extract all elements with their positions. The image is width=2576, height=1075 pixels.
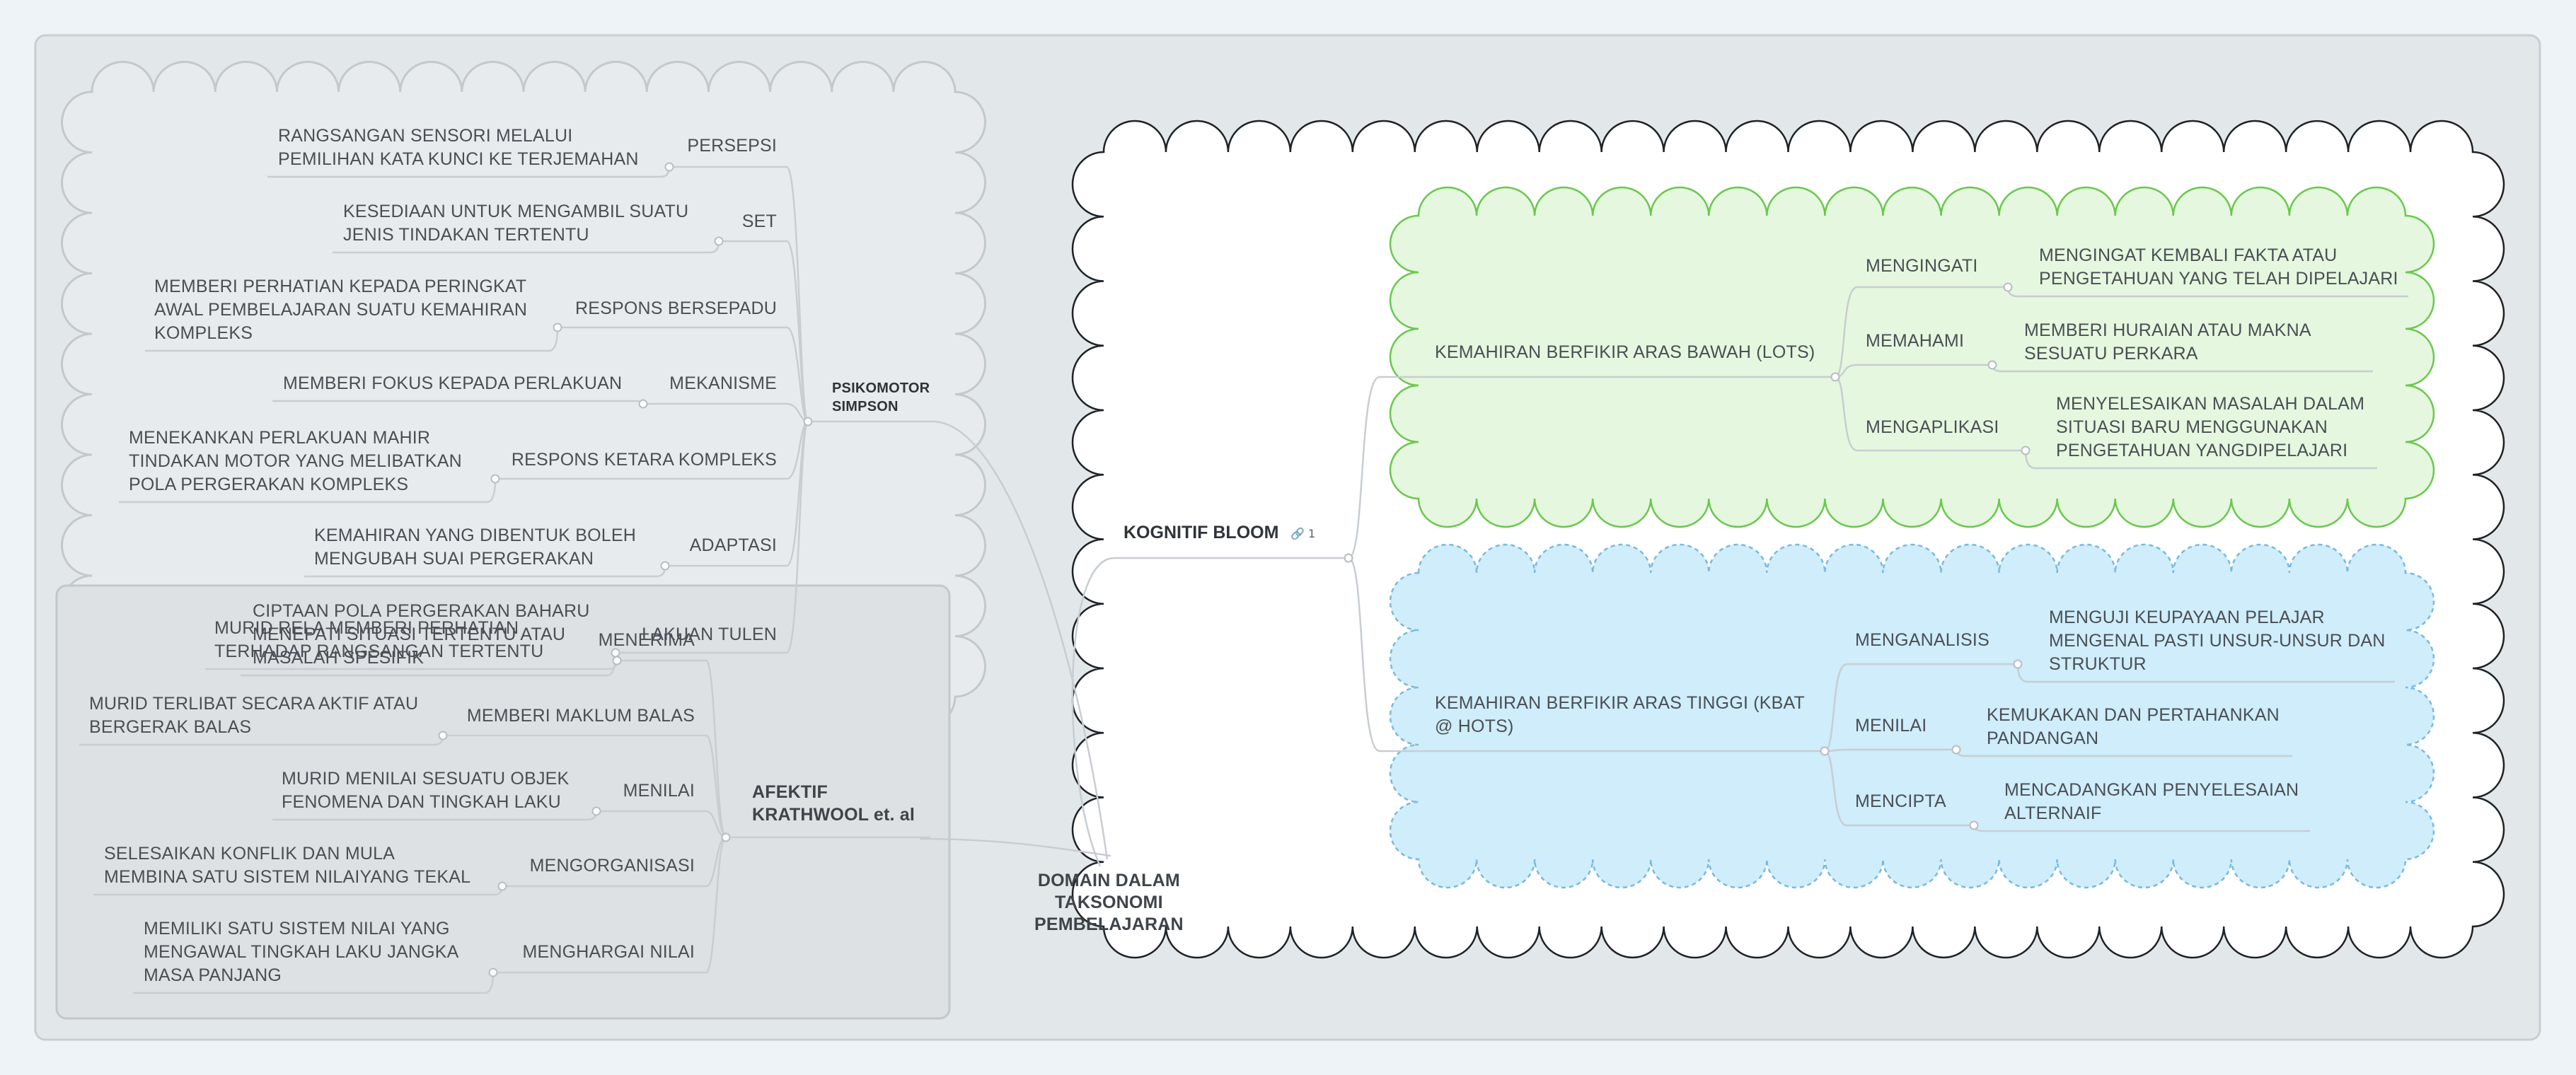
lots-cloud — [1389, 186, 2435, 528]
afektif-hub — [721, 832, 731, 842]
afektif-box — [55, 584, 951, 1020]
connector — [919, 837, 1111, 857]
psikomotor-item[interactable]: SET — [741, 211, 777, 231]
psikomotor-item[interactable]: MEKANISME — [669, 373, 777, 393]
lots-hub — [1830, 372, 1840, 382]
connector-dot — [612, 656, 622, 666]
psikomotor-item-desc[interactable]: MEMBERI PERHATIAN KEPADA PERINGKAT AWAL … — [154, 277, 528, 343]
connector-dot — [2013, 659, 2023, 669]
connector — [1824, 750, 1974, 827]
connector — [785, 240, 809, 423]
afektif-item-desc[interactable]: MEMILIKI SATU SISTEM NILAI YANG MENGAWAL… — [144, 919, 459, 985]
afektif-item[interactable]: MEMBERI MAKLUM BALAS — [466, 706, 695, 726]
connector — [785, 420, 809, 654]
hots-item[interactable]: MENILAI — [1855, 716, 1927, 736]
psikomotor-item-desc[interactable]: KEMAHIRAN YANG DIBENTUK BOLEH MENGUBAH S… — [314, 525, 636, 569]
connector-dot — [638, 399, 648, 409]
afektif-item[interactable]: MENERIMA — [598, 630, 695, 650]
psikomotor-item[interactable]: RESPONS KETARA KOMPLEKS — [511, 450, 777, 470]
psikomotor-cloud — [61, 61, 986, 728]
connector — [1824, 663, 2018, 752]
connector-dot — [714, 236, 724, 246]
hots-item-desc[interactable]: MENCADANGKAN PENYELESAIAN ALTERNAIF — [2004, 780, 2299, 823]
hots-item-desc[interactable]: MENGUJI KEUPAYAAN PELAJAR MENGENAL PASTI… — [2049, 608, 2386, 674]
link-badge[interactable]: 🔗 1 — [1290, 527, 1316, 540]
connector-dot — [490, 474, 500, 484]
root-node[interactable]: DOMAIN DALAM TAKSONOMI PEMBELAJARAN — [1034, 871, 1184, 934]
psikomotor-hub — [803, 417, 813, 426]
psikomotor-title[interactable]: PSIKOMOTOR SIMPSON — [832, 380, 930, 414]
lots-item-desc[interactable]: MEMBERI HURAIAN ATAU MAKNA SESUATU PERKA… — [2024, 320, 2311, 364]
connector-dot — [664, 162, 674, 172]
psikomotor-item-desc[interactable]: KESEDIAAN UNTUK MENGAMBIL SUATU JENIS TI… — [343, 202, 689, 245]
connector-dot — [1951, 745, 1961, 755]
connector-dot — [438, 731, 448, 740]
afektif-title[interactable]: AFEKTIF KRATHWOOL et. al — [752, 782, 916, 825]
afektif-item[interactable]: MENGORGANISASI — [529, 856, 695, 876]
connector-dot — [591, 806, 601, 816]
lots-item[interactable]: MENGINGATI — [1866, 256, 1978, 276]
connector-dots — [438, 162, 2031, 977]
lots-label[interactable]: KEMAHIRAN BERFIKIR ARAS BAWAH (LOTS) — [1435, 342, 1815, 362]
lots-item-desc[interactable]: MENYELESAIKAN MASALAH DALAM SITUASI BARU… — [2056, 394, 2365, 460]
hots-item[interactable]: MENCIPTA — [1855, 791, 1946, 811]
connector-dot — [553, 322, 562, 332]
connector-dot — [2021, 446, 2031, 455]
afektif-item[interactable]: MENGHARGAI NILAI — [522, 942, 695, 962]
hots-item-desc[interactable]: KEMUKAKAN DAN PERTAHANKAN PANDANGAN — [1987, 705, 2280, 748]
connector-dot — [488, 968, 498, 977]
afektif-item-desc[interactable]: MURID TERLIBAT SECARA AKTIF ATAU BERGERA… — [89, 694, 419, 737]
connector-dot — [497, 881, 507, 891]
lots-item-desc[interactable]: MENGINGAT KEMBALI FAKTA ATAU PENGETAHUAN… — [2039, 245, 2398, 289]
psikomotor-item-desc[interactable]: RANGSANGAN SENSORI MELALUI PEMILIHAN KAT… — [278, 126, 639, 169]
kognitif-title[interactable]: KOGNITIF BLOOM — [1124, 523, 1279, 542]
psikomotor-item[interactable]: RESPONS BERSEPADU — [575, 298, 777, 318]
psikomotor-item[interactable]: ADAPTASI — [689, 535, 777, 555]
connector — [1835, 286, 2008, 378]
connector — [1348, 557, 1423, 752]
lots-item[interactable]: MENGAPLIKASI — [1866, 417, 1999, 437]
psikomotor-item[interactable]: LAKUAN TULEN — [642, 624, 777, 644]
hots-hub — [1820, 746, 1830, 756]
hots-cloud — [1389, 543, 2435, 889]
psikomotor-item-desc[interactable]: MEMBERI FOKUS KEPADA PERLAKUAN — [283, 373, 623, 393]
connector-dot — [1987, 360, 1997, 370]
afektif-item-desc[interactable]: MURID MENILAI SESUATU OBJEK FENOMENA DAN… — [282, 769, 570, 812]
connector — [1835, 376, 2026, 452]
psikomotor-item[interactable]: PERSEPSI — [687, 136, 777, 156]
afektif-item-desc[interactable]: MURID RELA MEMBERI PERHATIAN TERHADAP RA… — [214, 618, 544, 661]
connector — [705, 836, 727, 974]
hots-label[interactable]: KEMAHIRAN BERFIKIR ARAS TINGGI (KBAT @ H… — [1435, 693, 1806, 736]
kognitif-hub — [1344, 553, 1353, 563]
connector — [1348, 376, 1423, 559]
afektif-item[interactable]: MENILAI — [623, 781, 695, 801]
connector-dot — [660, 561, 670, 571]
connector — [786, 326, 809, 423]
connector-dot — [2003, 282, 2013, 292]
hots-item[interactable]: MENGANALISIS — [1855, 630, 1989, 650]
connector — [705, 734, 727, 839]
psikomotor-item-desc[interactable]: MENEKANKAN PERLAKUAN MAHIR TINDAKAN MOTO… — [129, 428, 462, 494]
connector — [932, 420, 1109, 860]
connector — [1071, 557, 1115, 867]
connector-dot — [1969, 820, 1979, 830]
lots-item[interactable]: MEMAHAMI — [1866, 331, 1965, 351]
connector — [705, 659, 727, 839]
afektif-item-desc[interactable]: SELESAIKAN KONFLIK DAN MULA MEMBINA SATU… — [104, 844, 471, 887]
psikomotor-item-desc[interactable]: CIPTAAN POLA PERGERAKAN BAHARU MENEPATI … — [253, 601, 590, 668]
